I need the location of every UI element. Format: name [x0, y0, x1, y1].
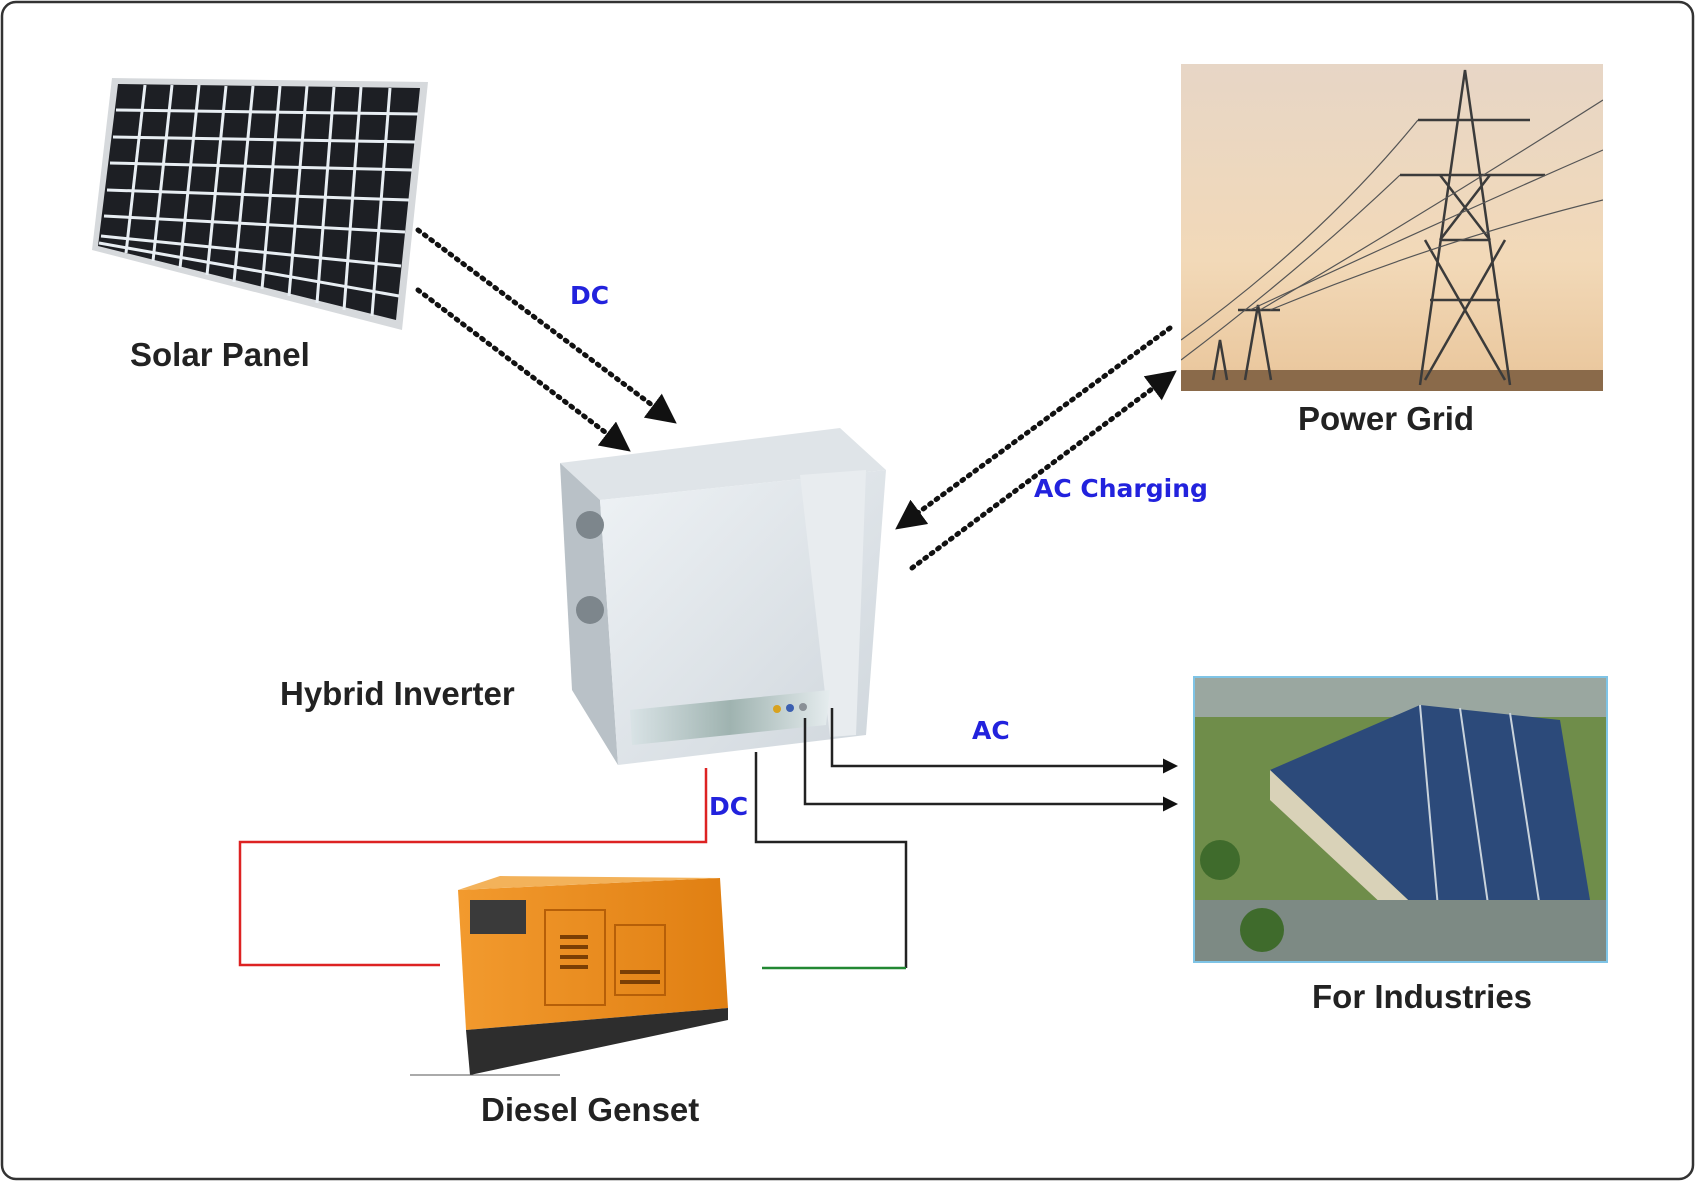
ac-charging-flow-label: AC Charging: [1034, 474, 1208, 503]
hybrid-inverter-image: [560, 428, 886, 765]
dc-solar-flow-label: DC: [570, 281, 610, 310]
dc-genset-flow-label: DC: [709, 792, 749, 821]
diesel-genset-label: Diesel Genset: [481, 1091, 700, 1128]
solar-panel-label: Solar Panel: [130, 336, 310, 373]
power-grid-image: [1181, 64, 1603, 391]
industries-image: [1193, 676, 1608, 963]
solar-panel-image: [92, 78, 428, 330]
ac-output-flow-label: AC: [972, 716, 1010, 745]
ac-output-arrows: [803, 708, 1178, 812]
power-grid-label: Power Grid: [1298, 400, 1475, 437]
genset-wiring: [238, 752, 908, 970]
hybrid-inverter-label: Hybrid Inverter: [280, 675, 515, 712]
diesel-genset-image: [410, 876, 728, 1076]
for-industries-label: For Industries: [1312, 978, 1533, 1015]
dc-dotted-arrows-solar: [415, 227, 677, 452]
ac-charging-dotted-arrows: [895, 325, 1177, 571]
